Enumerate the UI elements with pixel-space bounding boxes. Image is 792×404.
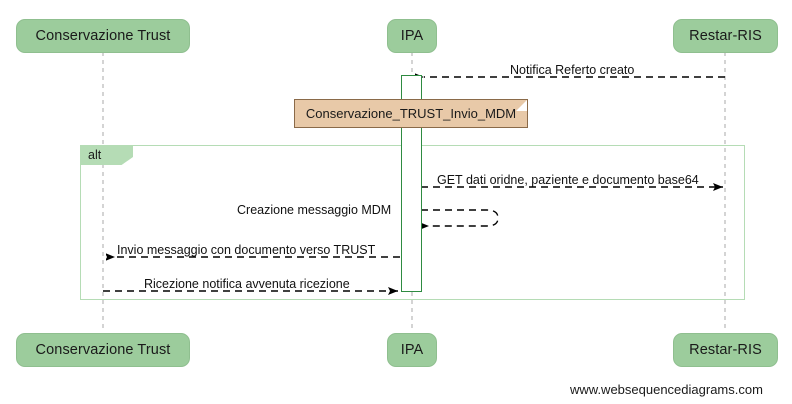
alt-fragment-label: alt: [81, 146, 133, 165]
note-conservazione-trust-invio-mdm: Conservazione_TRUST_Invio_MDM: [294, 99, 528, 128]
participant-label: Restar-RIS: [689, 341, 762, 358]
participant-bottom-restar-ris[interactable]: Restar-RIS: [673, 333, 778, 367]
message-label-m5: Ricezione notifica avvenuta ricezione: [144, 278, 350, 291]
message-label-m4: Invio messaggio con documento verso TRUS…: [117, 244, 375, 257]
activation-bar-inner: [412, 75, 422, 292]
message-label-m1: Notifica Referto creato: [510, 64, 634, 77]
participant-label: Conservazione Trust: [35, 341, 171, 358]
participant-label: Restar-RIS: [689, 27, 762, 44]
participant-bottom-conservazione-trust[interactable]: Conservazione Trust: [16, 333, 190, 367]
participant-bottom-ipa[interactable]: IPA: [387, 333, 437, 367]
note-fold-corner-icon: [516, 100, 527, 111]
participant-top-conservazione-trust[interactable]: Conservazione Trust: [16, 19, 190, 53]
alt-fragment-label-text: alt: [88, 148, 102, 163]
credit-watermark: www.websequencediagrams.com: [570, 383, 763, 396]
message-text: Notifica Referto creato: [510, 63, 635, 77]
credit-text: www.websequencediagrams.com: [570, 382, 763, 397]
message-text: Creazione messaggio MDM: [237, 203, 392, 217]
participant-label: IPA: [400, 27, 424, 44]
message-text: GET dati oridne, paziente e documento ba…: [437, 173, 699, 187]
message-label-m3: Creazione messaggio MDM: [237, 204, 391, 217]
participant-top-ipa[interactable]: IPA: [387, 19, 437, 53]
note-text: Conservazione_TRUST_Invio_MDM: [305, 106, 517, 121]
participant-label: Conservazione Trust: [35, 27, 171, 44]
participant-label: IPA: [400, 341, 424, 358]
message-text: Invio messaggio con documento verso TRUS…: [117, 243, 376, 257]
participant-top-restar-ris[interactable]: Restar-RIS: [673, 19, 778, 53]
message-label-m2: GET dati oridne, paziente e documento ba…: [437, 174, 699, 187]
message-text: Ricezione notifica avvenuta ricezione: [144, 277, 350, 291]
